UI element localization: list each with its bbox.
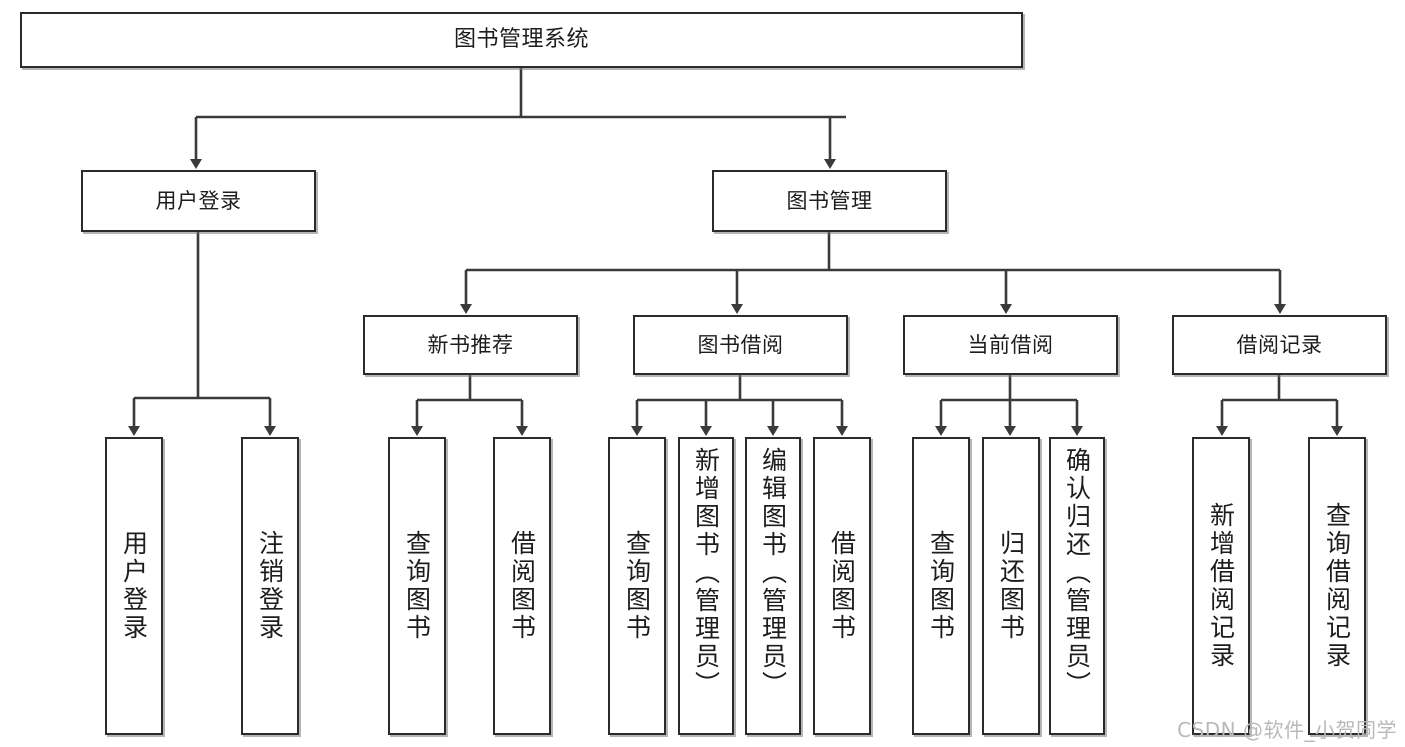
node-new-book-recommend-label: 新书推荐: [427, 332, 514, 357]
watermark: CSDN @软件_小贺同学: [1177, 718, 1397, 742]
node-book-borrow-label: 图书借阅: [697, 332, 784, 357]
leaf-bb-edit-book-admin-label: 编辑图书（管理员）: [758, 447, 788, 699]
leaf-nb-borrow-book[interactable]: 借阅图书: [493, 437, 551, 735]
leaf-cb-confirm-return-admin-label: 确认归还（管理员）: [1062, 447, 1092, 699]
leaf-logout-label: 注销登录: [255, 530, 285, 642]
leaf-bb-borrow-book-label: 借阅图书: [827, 530, 857, 642]
leaf-user-login[interactable]: 用户登录: [105, 437, 163, 735]
node-new-book-recommend[interactable]: 新书推荐: [363, 315, 578, 375]
leaf-cb-query-book-label: 查询图书: [926, 530, 956, 642]
node-book-manage[interactable]: 图书管理: [712, 170, 947, 232]
leaf-br-query-record-label: 查询借阅记录: [1322, 502, 1352, 670]
node-current-borrow-label: 当前借阅: [967, 332, 1054, 357]
leaf-cb-query-book[interactable]: 查询图书: [912, 437, 970, 735]
leaf-bb-query-book-label: 查询图书: [622, 530, 652, 642]
leaf-nb-borrow-book-label: 借阅图书: [507, 530, 537, 642]
leaf-bb-query-book[interactable]: 查询图书: [608, 437, 666, 735]
leaf-bb-add-book-admin-label: 新增图书（管理员）: [691, 447, 721, 699]
leaf-user-login-label: 用户登录: [119, 530, 149, 642]
node-borrow-record-label: 借阅记录: [1236, 332, 1323, 357]
leaf-cb-confirm-return-admin[interactable]: 确认归还（管理员）: [1049, 437, 1105, 735]
node-borrow-record[interactable]: 借阅记录: [1172, 315, 1387, 375]
node-book-manage-label: 图书管理: [786, 188, 873, 213]
node-book-borrow[interactable]: 图书借阅: [633, 315, 848, 375]
node-current-borrow[interactable]: 当前借阅: [903, 315, 1118, 375]
leaf-bb-edit-book-admin[interactable]: 编辑图书（管理员）: [745, 437, 801, 735]
node-root[interactable]: 图书管理系统: [20, 12, 1023, 68]
leaf-logout[interactable]: 注销登录: [241, 437, 299, 735]
node-user-login-label: 用户登录: [155, 188, 242, 213]
leaf-cb-return-book-label: 归还图书: [996, 530, 1026, 642]
leaf-br-query-record[interactable]: 查询借阅记录: [1308, 437, 1366, 735]
leaf-bb-borrow-book[interactable]: 借阅图书: [813, 437, 871, 735]
leaf-br-add-record-label: 新增借阅记录: [1206, 502, 1236, 670]
node-root-label: 图书管理系统: [453, 27, 589, 53]
leaf-bb-add-book-admin[interactable]: 新增图书（管理员）: [678, 437, 734, 735]
leaf-nb-query-book[interactable]: 查询图书: [388, 437, 446, 735]
node-user-login[interactable]: 用户登录: [81, 170, 316, 232]
leaf-br-add-record[interactable]: 新增借阅记录: [1192, 437, 1250, 735]
leaf-nb-query-book-label: 查询图书: [402, 530, 432, 642]
leaf-cb-return-book[interactable]: 归还图书: [982, 437, 1040, 735]
